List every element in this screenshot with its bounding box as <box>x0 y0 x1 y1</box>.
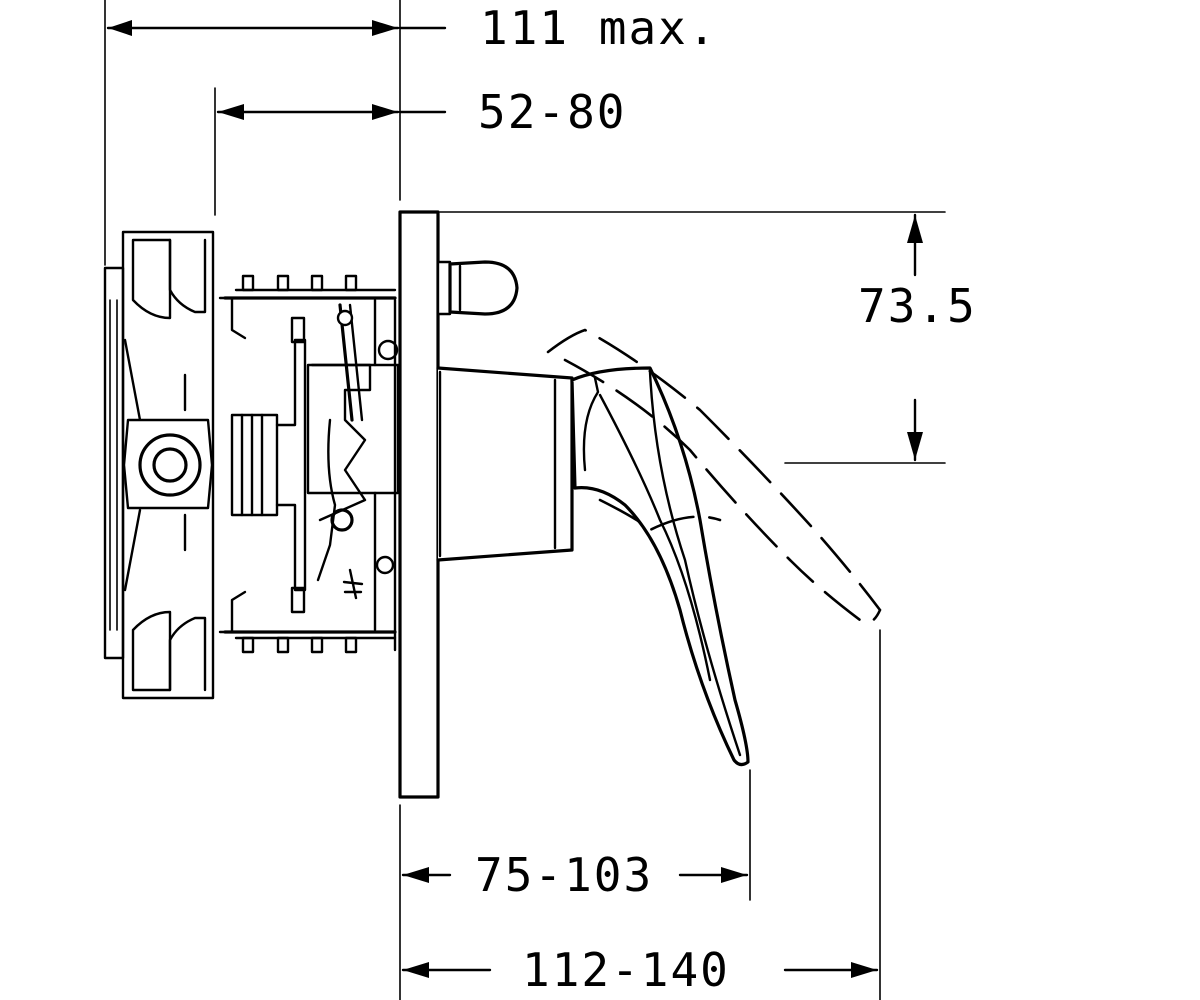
arrow-right-icon <box>372 20 398 36</box>
diverter-screw-top <box>377 339 399 361</box>
dim-lever-height: 73.5 <box>439 211 977 464</box>
box-internal-rib <box>123 508 142 592</box>
arrow-up-icon <box>907 215 923 243</box>
wall-plate <box>393 210 519 799</box>
rear-cover <box>103 266 125 660</box>
cartridge-stem <box>275 338 307 592</box>
box-internal-rib <box>123 338 142 422</box>
lever-ridge <box>648 370 742 757</box>
diverter-rod <box>348 303 364 422</box>
cartridge-seat <box>230 413 279 517</box>
thread-teeth-bottom <box>234 636 397 654</box>
port-inner-ring <box>152 447 188 483</box>
arrow-left-icon <box>403 867 429 883</box>
clip-bottom <box>218 590 247 634</box>
label-lever-projection-max: 112-140 <box>522 943 730 997</box>
diverter-spring <box>316 418 337 582</box>
clip-top <box>218 296 247 340</box>
box-lower-chamber <box>131 610 172 692</box>
arrow-left-icon <box>403 962 429 978</box>
thread-teeth-top <box>234 274 397 292</box>
lever-handle[interactable] <box>570 366 750 767</box>
label-lever-projection: 75-103 <box>475 848 653 902</box>
diverter-ball <box>330 508 354 532</box>
arrow-right-icon <box>721 867 747 883</box>
box-upper-chamber <box>131 238 172 320</box>
escutcheon <box>398 210 440 799</box>
dim-overall-depth: 111 max. <box>104 0 718 266</box>
body-cylinder <box>436 366 574 562</box>
arrow-left-icon <box>108 20 132 36</box>
arrow-right-icon <box>851 962 877 978</box>
dim-lever-projection-max: 112-140 <box>401 629 881 1000</box>
stem-cap-top <box>290 316 306 344</box>
dim-lever-projection: 75-103 <box>399 769 751 1000</box>
diverter-linkage <box>310 363 372 522</box>
internal-cartridge <box>218 274 400 654</box>
diverter-knob[interactable] <box>448 260 519 316</box>
lever-seam <box>582 376 600 472</box>
box-outline <box>121 230 215 700</box>
lever-raised-phantom <box>546 328 882 624</box>
arrow-down-icon <box>907 432 923 460</box>
knob-collar <box>436 260 452 316</box>
arrow-left-icon <box>218 104 244 120</box>
phantom-base <box>598 498 722 532</box>
diverter-screw-bottom <box>375 555 395 575</box>
phantom-outline-bottom <box>563 358 792 562</box>
box-lower-wall <box>168 616 207 692</box>
box-upper-wall <box>168 238 207 314</box>
lever-contour <box>598 393 712 682</box>
label-overall-depth: 111 max. <box>480 1 718 55</box>
stem-cap-bottom <box>290 586 306 614</box>
dim-installation-depth: 52-80 <box>214 85 626 216</box>
diverter-valve-tip <box>342 568 364 600</box>
phantom-outline-top <box>546 328 882 624</box>
diverter-pivot <box>336 309 354 327</box>
mixer-body <box>436 366 574 562</box>
arrow-right-icon <box>372 104 398 120</box>
mixer-housing <box>306 363 400 495</box>
label-lever-height: 73.5 <box>858 279 977 333</box>
lever-solid[interactable] <box>570 366 750 767</box>
label-installation-depth: 52-80 <box>478 85 626 139</box>
concealed-body <box>103 230 215 700</box>
